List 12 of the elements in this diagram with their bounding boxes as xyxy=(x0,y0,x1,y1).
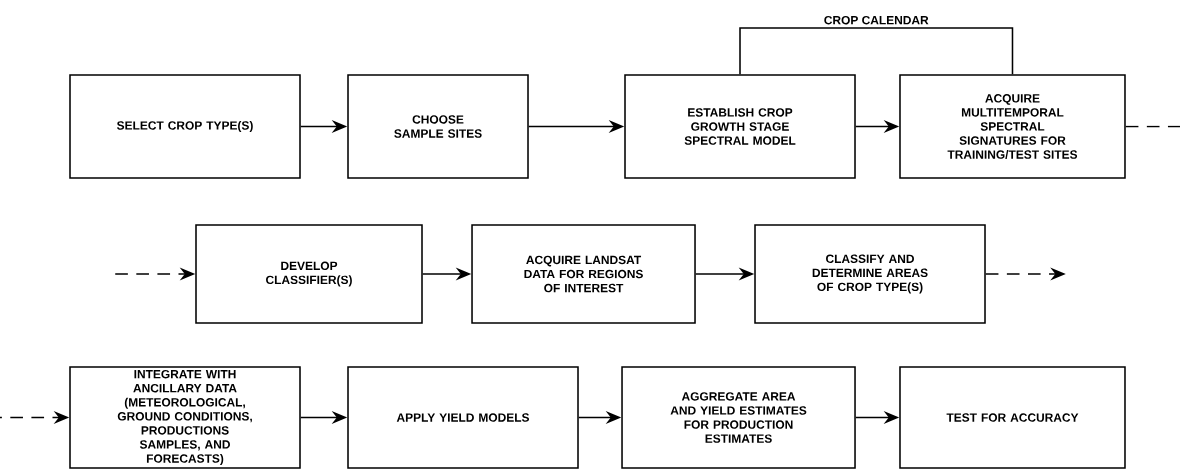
process-box: ESTABLISH CROP GROWTH STAGE SPECTRAL MODEL xyxy=(624,74,856,179)
process-box: DEVELOP CLASSIFIER(S) xyxy=(195,224,423,324)
process-box: CHOOSE SAMPLE SITES xyxy=(347,74,529,179)
edge-label: CROP CALENDAR xyxy=(822,14,931,26)
process-box: ACQUIRE LANDSAT DATA FOR REGIONS OF INTEREST xyxy=(471,224,696,324)
process-box: APPLY YIELD MODELS xyxy=(347,366,579,469)
process-box: AGGREGATE AREA AND YIELD ESTIMATES FOR PRODUCTION ESTIMATES xyxy=(621,366,856,469)
process-box: CLASSIFY AND DETERMINE AREAS OF CROP TYPE(S) xyxy=(754,224,986,324)
process-box: ACQUIRE MULTITEMPORAL SPECTRAL SIGNATURES FOR TRAINING/TEST SITES xyxy=(899,74,1126,179)
process-box: TEST FOR ACCURACY xyxy=(899,366,1126,469)
process-box: SELECT CROP TYPE(S) xyxy=(69,74,301,179)
process-box: INTEGRATE WITH ANCILLARY DATA (METEOROLOGICAL, GROUND CONDITIONS, PRODUCTIONS SAMPLES, AND FORECASTS) xyxy=(69,366,301,469)
